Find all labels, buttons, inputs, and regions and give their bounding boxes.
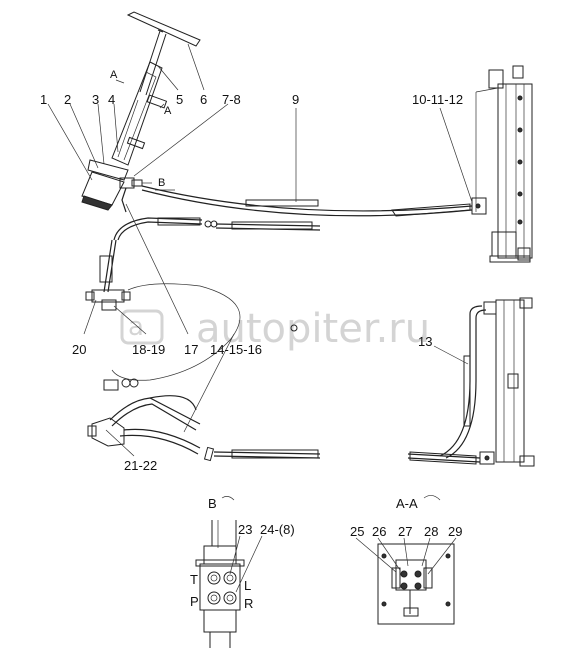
view-b: B 23 24-(8) T P L R [190, 496, 295, 648]
callout-2: 2 [64, 92, 71, 107]
view-a-a-title: A-A [396, 496, 418, 511]
steering-column [81, 11, 201, 211]
callout-10-11-12: 10-11-12 [412, 92, 463, 107]
callout-9: 9 [292, 92, 299, 107]
view-a-a: A-A 25 26 27 28 29 [350, 495, 462, 625]
callout-20: 20 [72, 342, 86, 357]
callout-25: 25 [350, 524, 364, 539]
callout-14-15-16: 14-15-16 [210, 342, 262, 357]
callouts: 1 2 3 4 5 6 7-8 9 10-11-12 20 18-19 17 1… [40, 92, 463, 473]
port-p: P [190, 594, 199, 609]
steering-cylinder-lower [479, 297, 535, 467]
watermark-text: autopiter.ru [196, 306, 430, 352]
callout-27: 27 [398, 524, 412, 539]
hose-lower [87, 305, 487, 465]
section-b-arrow: B [158, 177, 165, 189]
callout-4: 4 [108, 92, 115, 107]
callout-24: 24-(8) [260, 522, 295, 537]
section-a-top: A [110, 69, 118, 81]
valve-block [85, 289, 131, 311]
callout-17: 17 [184, 342, 198, 357]
hose-17 [99, 187, 321, 293]
callout-18-19: 18-19 [132, 342, 165, 357]
svg-text:a: a [128, 312, 144, 342]
callout-1: 1 [40, 92, 47, 107]
callout-6: 6 [200, 92, 207, 107]
callout-23: 23 [238, 522, 252, 537]
port-l: L [244, 578, 251, 593]
watermark: a autopiter.ru [120, 306, 430, 352]
callout-3: 3 [92, 92, 99, 107]
leader-lines [47, 43, 473, 457]
callout-28: 28 [424, 524, 438, 539]
callout-5: 5 [176, 92, 183, 107]
callout-7-8: 7-8 [222, 92, 241, 107]
callout-29: 29 [448, 524, 462, 539]
view-b-title: B [208, 496, 217, 511]
steering-cylinder-upper [471, 65, 533, 263]
frame-outline [111, 283, 298, 381]
port-t: T [190, 572, 198, 587]
hose-9 [141, 185, 473, 217]
port-r: R [244, 596, 253, 611]
callout-26: 26 [372, 524, 386, 539]
callout-13: 13 [418, 334, 432, 349]
section-a-bottom: A [164, 105, 172, 117]
callout-21-22: 21-22 [124, 458, 157, 473]
section-a-marks: A A B [110, 69, 175, 191]
